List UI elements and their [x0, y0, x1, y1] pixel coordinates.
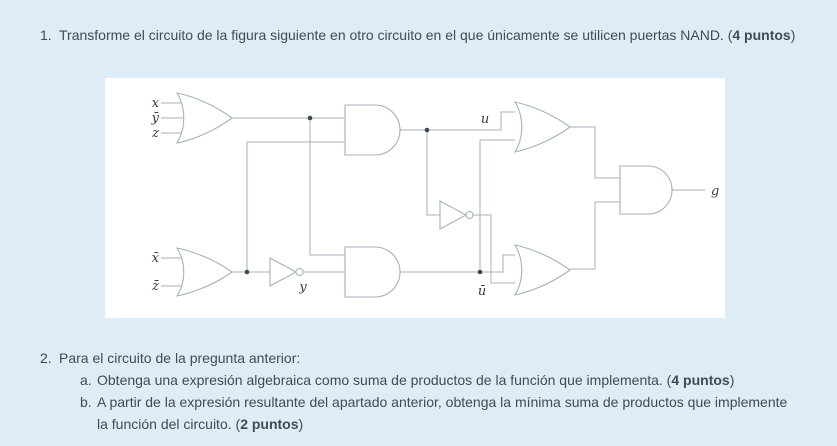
or-gate-top-right: [513, 101, 571, 153]
and-gate-output: [619, 165, 673, 215]
subitem-a: a. Obtenga una expresión algebraica como…: [80, 369, 796, 391]
wire: [479, 139, 515, 272]
junction-dot: [307, 115, 313, 121]
input-label-x-bar: x̄: [152, 251, 160, 266]
or-gate-bottom-right: [513, 244, 571, 296]
subitem-b: b. A partir de la expresión resultante d…: [80, 391, 796, 435]
subitem-a-letter: a.: [80, 372, 92, 388]
question-1-number: 1.: [40, 27, 52, 43]
not-gate-1-bubble: [295, 267, 304, 277]
wire: [473, 214, 515, 284]
wire: [426, 130, 440, 216]
not-gate-2-triangle: [439, 200, 468, 230]
circuit-panel: x ȳ z x̄ z̄ y u ū g: [105, 78, 725, 318]
junction-dot: [244, 269, 250, 275]
question-2-subitems: a. Obtenga una expresión algebraica como…: [80, 369, 796, 435]
wires: [161, 102, 705, 287]
gates: [175, 92, 673, 298]
input-label-x: x: [152, 96, 160, 111]
question-2-number: 2.: [40, 350, 52, 366]
wire-label-u: u: [481, 112, 489, 127]
output-label-g: g: [711, 184, 719, 199]
wire-label-u-bar: ū: [478, 284, 486, 299]
wire-label-y: y: [298, 280, 307, 295]
input-label-y-bar: ȳ: [151, 111, 160, 126]
question-2-text: Para el circuito de la pregunta anterior…: [59, 350, 301, 366]
input-label-z-bar: z̄: [151, 279, 159, 294]
not-gate-2: [439, 200, 474, 230]
wire: [570, 126, 620, 179]
or-gate-top-left: [175, 92, 233, 144]
and-gate-top: [344, 104, 401, 156]
subitem-b-letter: b.: [80, 394, 92, 410]
not-gate-1: [269, 257, 304, 287]
not-gate-1-triangle: [269, 257, 298, 287]
subitem-a-points: 4 puntos: [671, 372, 730, 388]
junction-dot: [477, 269, 483, 275]
junction-dot: [424, 127, 430, 133]
question-1-text: Transforme el circuito de la figura sigu…: [59, 27, 796, 43]
or-gate-bottom-left: [175, 247, 233, 297]
junction-dots: [244, 115, 483, 275]
question-2: 2. Para el circuito de la pregunta anter…: [40, 347, 812, 369]
not-gate-2-bubble: [465, 210, 474, 220]
wire: [400, 111, 515, 131]
question-1: 1. Transforme el circuito de la figura s…: [40, 24, 812, 46]
input-label-z: z: [151, 126, 159, 141]
wire: [309, 118, 345, 256]
wire: [246, 141, 345, 272]
subitem-b-points: 2 puntos: [240, 416, 299, 432]
wire: [400, 254, 515, 273]
wire: [570, 201, 620, 270]
circuit-diagram: x ȳ z x̄ z̄ y u ū g: [151, 92, 720, 299]
question-1-points: 4 puntos: [732, 27, 791, 43]
subitem-a-text: Obtenga una expresión algebraica como su…: [97, 372, 735, 388]
signal-labels: x ȳ z x̄ z̄ y u ū g: [151, 96, 720, 299]
and-gate-bottom: [344, 246, 401, 298]
subitem-b-text: A partir de la expresión resultante del …: [97, 394, 788, 432]
